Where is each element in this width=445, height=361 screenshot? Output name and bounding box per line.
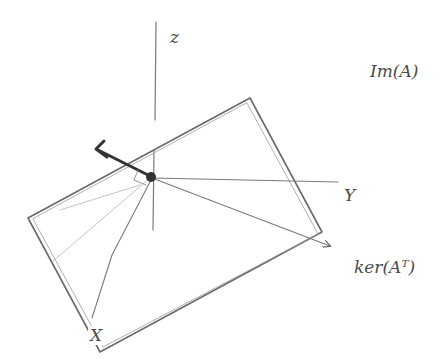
axis-label: ker(Aᵀ) — [352, 258, 417, 277]
plane-outline — [28, 98, 322, 352]
axis-label: X — [88, 326, 104, 345]
z-axis — [153, 22, 156, 230]
axis-label: Im(A) — [368, 62, 420, 81]
x-axis — [92, 178, 152, 318]
normal-arrow — [98, 150, 150, 176]
y-axis — [152, 178, 338, 182]
kernel-line — [152, 178, 330, 246]
right-angle-mark — [134, 170, 146, 185]
axis-label: Y — [342, 186, 357, 205]
normal-arrowhead — [96, 141, 107, 157]
plane-hatch — [52, 178, 150, 262]
origin-dot — [146, 172, 156, 182]
axis-label: z — [168, 28, 181, 47]
